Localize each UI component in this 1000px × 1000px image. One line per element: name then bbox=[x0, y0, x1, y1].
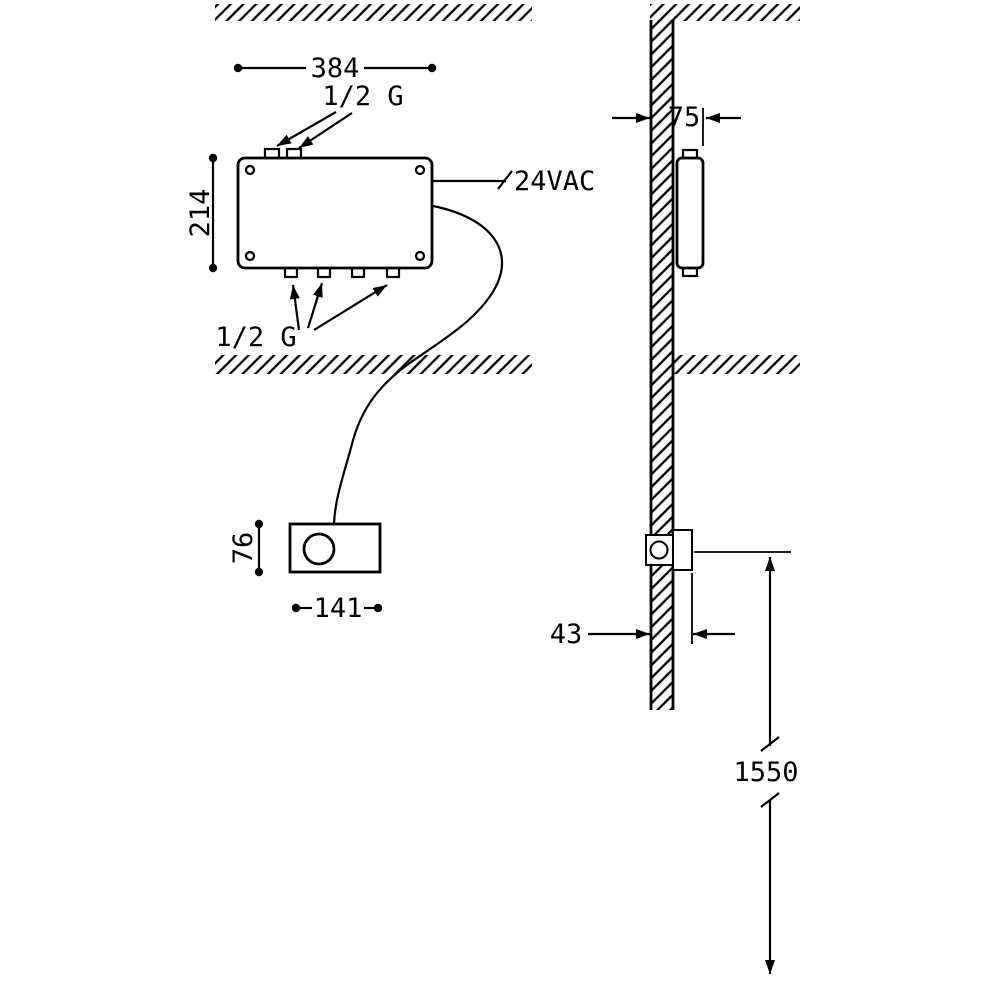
dimension-recess-depth: 75 bbox=[612, 102, 741, 133]
inlet-stub bbox=[263, 147, 281, 160]
line-break-mark bbox=[760, 792, 780, 808]
bottom-connection-callout: 1/2 G bbox=[215, 282, 388, 353]
dimension-panel-height: 76 bbox=[228, 519, 264, 577]
leader-arrow bbox=[289, 284, 301, 331]
corner-screw bbox=[244, 164, 256, 176]
leader-arrow bbox=[298, 112, 353, 149]
dim-endpoint bbox=[427, 63, 437, 73]
remote-panel-side-view: 43 bbox=[550, 529, 791, 650]
false-ceiling-hatch-left bbox=[215, 355, 532, 374]
side-stub-top bbox=[681, 148, 699, 160]
leader-arrow bbox=[313, 284, 388, 331]
outlet-stub bbox=[350, 266, 366, 279]
dim-mounting-height-label: 1550 bbox=[733, 757, 798, 788]
remote-panel-front-view: 76 141 bbox=[228, 519, 383, 624]
dim-panel-depth-label: 43 bbox=[550, 619, 583, 650]
dim-endpoint bbox=[291, 603, 301, 613]
ceiling-sections bbox=[215, 4, 800, 374]
dim-box-height-label: 214 bbox=[185, 189, 216, 238]
panel-shaft bbox=[649, 540, 669, 560]
dim-endpoint bbox=[254, 567, 264, 577]
power-label: 24VAC bbox=[514, 166, 595, 197]
control-box-side-body bbox=[675, 156, 705, 270]
remote-panel-side-body bbox=[672, 529, 693, 571]
dim-endpoint bbox=[208, 153, 218, 163]
control-box-body bbox=[236, 156, 434, 270]
inlet-stub bbox=[285, 147, 303, 160]
outlet-stub bbox=[283, 266, 299, 279]
control-box-front-view: 384 1/2 G 214 24VAC bbox=[185, 53, 595, 525]
outlet-stub bbox=[316, 266, 332, 279]
bottom-connection-label: 1/2 G bbox=[215, 322, 296, 353]
dimension-panel-width: 141 bbox=[291, 593, 383, 624]
line-break-mark bbox=[760, 736, 780, 752]
wire-break-mark bbox=[497, 170, 513, 190]
dimension-box-height: 214 bbox=[185, 153, 218, 273]
dim-recess-depth-label: 75 bbox=[668, 102, 701, 133]
leader-arrow bbox=[276, 111, 337, 147]
leader-arrow bbox=[306, 282, 324, 329]
power-supply-callout: 24VAC bbox=[432, 166, 595, 197]
top-connection-callout: 1/2 G bbox=[276, 81, 404, 149]
dim-endpoint bbox=[373, 603, 383, 613]
corner-screw bbox=[244, 250, 256, 262]
dimension-panel-depth: 43 bbox=[550, 619, 735, 650]
outlet-stub bbox=[385, 266, 401, 279]
false-ceiling-hatch-right bbox=[673, 355, 800, 374]
dim-panel-width-label: 141 bbox=[314, 593, 363, 624]
ceiling-hatch-left bbox=[215, 4, 532, 21]
dim-panel-height-label: 76 bbox=[228, 532, 259, 565]
dim-endpoint bbox=[233, 63, 243, 73]
corner-screw bbox=[414, 164, 426, 176]
dim-box-width-label: 384 bbox=[311, 53, 360, 84]
dimension-box-width: 384 bbox=[233, 53, 437, 84]
control-box-side-view: 75 bbox=[612, 102, 741, 278]
dim-endpoint bbox=[254, 519, 264, 529]
remote-panel-body bbox=[288, 522, 382, 574]
control-cable bbox=[332, 204, 504, 525]
dim-endpoint bbox=[208, 263, 218, 273]
corner-screw bbox=[414, 250, 426, 262]
dimension-mounting-height: 1550 bbox=[733, 557, 799, 974]
remote-panel-knob bbox=[302, 532, 336, 566]
top-connection-label: 1/2 G bbox=[322, 81, 403, 112]
ceiling-hatch-right bbox=[650, 4, 800, 21]
side-stub-bottom bbox=[681, 266, 699, 278]
